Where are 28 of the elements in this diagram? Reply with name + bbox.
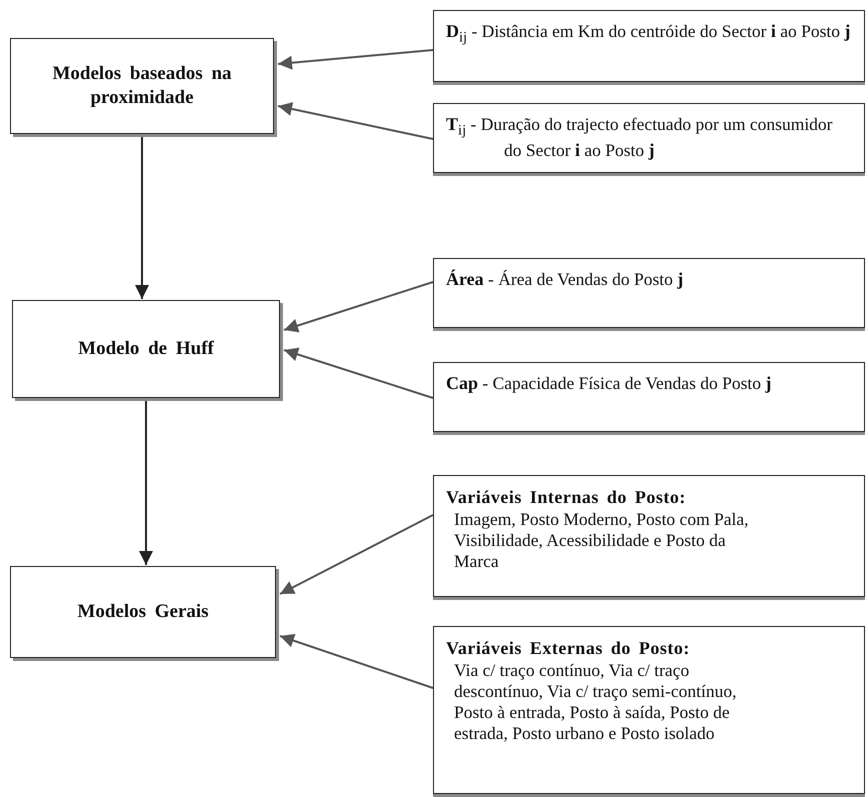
model-box [10,38,274,134]
model-box [12,300,280,398]
arrow [278,102,434,140]
variable-group-heading: Variáveis Internas do Posto: [446,486,687,508]
variable-box [433,10,865,82]
arrow [139,400,153,565]
variable-list: Via c/ traço contínuo, Via c/ traço descontínuo, Via c/ traço semi-contínuo, Posto à entrada, Posto à saída, Posto de estrada, Posto urbano e Posto isolado [446,660,754,744]
variable-definition: Área - Área de Vendas do Posto j [446,269,684,291]
model-box [10,566,276,658]
variable-definition: Cap - Capacidade Física de Vendas do Posto j [446,373,772,395]
arrow [284,281,434,332]
model-title: Modelo de Huff [77,337,215,361]
arrow [280,634,434,689]
variable-box [433,626,865,794]
variable-box [433,258,865,328]
model-title: Modelos baseados na proximidade [51,62,233,110]
arrow [135,136,149,299]
variable-definition: D$_{ij}$ - Distância em Km do centróide do Sector i ao Posto j [446,21,852,47]
variable-definition: T$_{ij}$ - Duração do trajecto efectuado por um consumidor do Sector i ao Posto j [446,114,834,162]
variable-box [433,475,865,597]
arrow [278,49,434,70]
variable-box [433,362,865,432]
arrow [280,514,434,595]
model-title: Modelos Gerais [76,600,210,624]
variable-group-heading: Variáveis Externas do Posto: [446,637,691,660]
variable-box [433,103,865,173]
variable-list: Imagem, Posto Moderno, Posto com Pala, Visibilidade, Acessibilidade e Posto da Marca [446,508,754,572]
arrow [284,348,434,399]
